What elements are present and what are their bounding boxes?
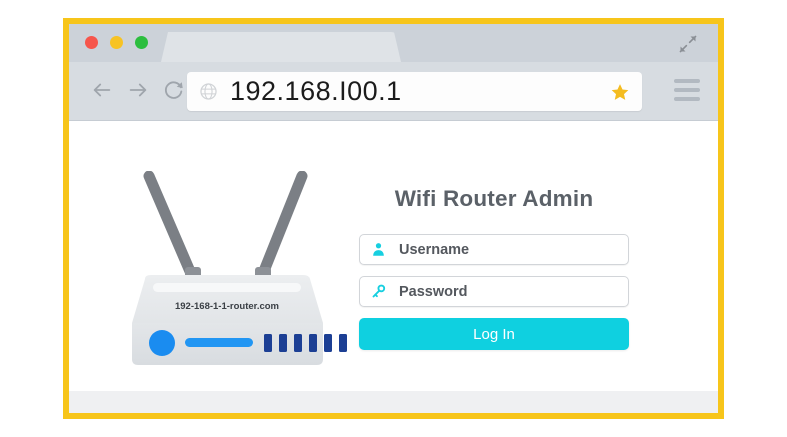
password-placeholder: Password xyxy=(399,283,468,300)
router-port-leds xyxy=(264,334,347,352)
router-power-led xyxy=(149,330,175,356)
router-top-face xyxy=(132,275,323,323)
password-field[interactable]: Password xyxy=(359,276,629,307)
router-antenna-left xyxy=(143,171,198,282)
key-icon xyxy=(372,284,386,298)
user-icon xyxy=(373,243,384,256)
router-status-bar xyxy=(185,338,253,347)
username-placeholder: Username xyxy=(399,241,470,258)
login-button[interactable]: Log In xyxy=(359,318,629,350)
navigation-buttons xyxy=(91,79,185,101)
hamburger-menu-icon[interactable] xyxy=(674,79,700,101)
star-icon[interactable] xyxy=(610,82,630,102)
menu-line xyxy=(674,88,700,92)
page-footer-bar xyxy=(69,391,718,413)
browser-tab[interactable] xyxy=(161,32,401,62)
browser-tab-strip xyxy=(69,24,718,62)
maximize-window-button[interactable] xyxy=(135,36,148,49)
page-content: 192-168-1-1-router.com xyxy=(69,121,718,413)
browser-window: 192.168.I00.1 xyxy=(69,24,718,413)
url-text: 192.168.I00.1 xyxy=(230,76,402,106)
address-bar[interactable]: 192.168.I00.1 xyxy=(187,72,642,111)
router-illustration: 192-168-1-1-router.com xyxy=(132,171,347,365)
close-window-button[interactable] xyxy=(85,36,98,49)
login-form: Wifi Router Admin Username Password xyxy=(359,186,629,350)
menu-line xyxy=(674,97,700,101)
window-controls xyxy=(85,36,148,49)
router-label: 192-168-1-1-router.com xyxy=(175,301,279,312)
reload-icon[interactable] xyxy=(163,79,185,101)
yellow-frame: 192.168.I00.1 xyxy=(63,18,724,419)
arrow-left-icon[interactable] xyxy=(91,79,113,101)
router-antenna-right xyxy=(256,171,308,282)
arrow-right-icon[interactable] xyxy=(127,79,149,101)
minimize-window-button[interactable] xyxy=(110,36,123,49)
username-field[interactable]: Username xyxy=(359,234,629,265)
expand-arrows-icon[interactable] xyxy=(678,34,698,54)
browser-toolbar: 192.168.I00.1 xyxy=(69,62,718,121)
globe-icon xyxy=(200,83,217,100)
menu-line xyxy=(674,79,700,83)
page-title: Wifi Router Admin xyxy=(394,186,594,211)
